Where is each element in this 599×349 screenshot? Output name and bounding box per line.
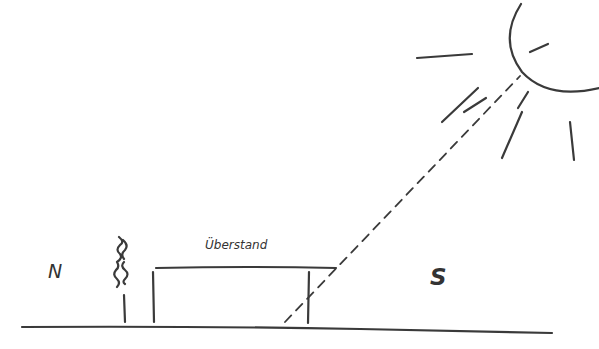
overhang-label: Überstand: [205, 239, 267, 251]
building-wall: [153, 272, 154, 322]
sun-ray: [464, 98, 486, 112]
sun-ray: [530, 44, 548, 52]
sun-ray: [417, 54, 472, 58]
sun-ray: [570, 122, 574, 160]
direction-north: N: [48, 262, 62, 281]
tree: [114, 237, 127, 322]
direction-south: S: [430, 266, 447, 289]
sun-ray-dashed: [285, 76, 520, 322]
sun-ray: [502, 112, 522, 158]
ground-line: [22, 327, 552, 333]
building-roof: [156, 267, 336, 268]
sun-ray: [442, 88, 478, 122]
sun-body: [510, 4, 599, 92]
sun-ray: [518, 92, 528, 108]
